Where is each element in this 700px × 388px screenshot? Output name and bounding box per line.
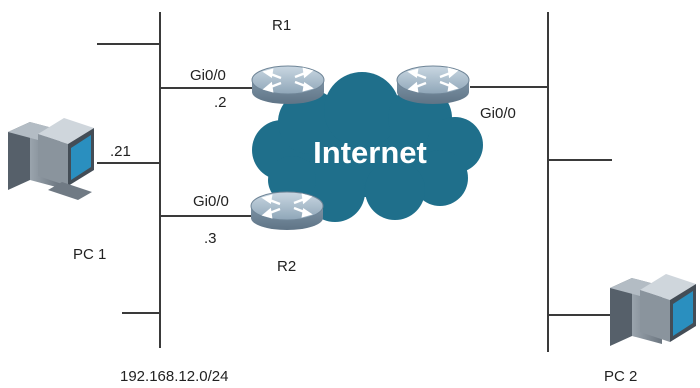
router-r1	[251, 65, 325, 104]
left-subnet-label: 192.168.12.0/24	[120, 368, 228, 385]
pc2	[610, 274, 696, 346]
r1-name-label: R1	[272, 17, 291, 34]
r2-interface-label: Gi0/0	[193, 193, 229, 210]
pc1-name-label: PC 1	[73, 246, 106, 263]
r1-ip-label: .2	[214, 94, 227, 111]
pc2-name-label: PC 2	[604, 368, 637, 385]
left-network-segment	[97, 12, 252, 348]
r2-name-label: R2	[277, 258, 296, 275]
router-icon	[251, 65, 325, 104]
router-icon	[250, 191, 324, 230]
router-r3	[396, 65, 470, 104]
pc1-ip-label: .21	[110, 143, 131, 160]
pc1	[8, 118, 94, 200]
desktop-computer-icon	[8, 118, 94, 200]
r1-interface-label: Gi0/0	[190, 67, 226, 84]
r2-ip-label: .3	[204, 230, 217, 247]
r3-interface-label: Gi0/0	[480, 105, 516, 122]
router-r2	[250, 191, 324, 230]
cloud-label: Internet	[313, 135, 427, 170]
desktop-computer-icon	[610, 274, 696, 346]
router-icon	[396, 65, 470, 104]
right-network-segment	[470, 12, 622, 352]
